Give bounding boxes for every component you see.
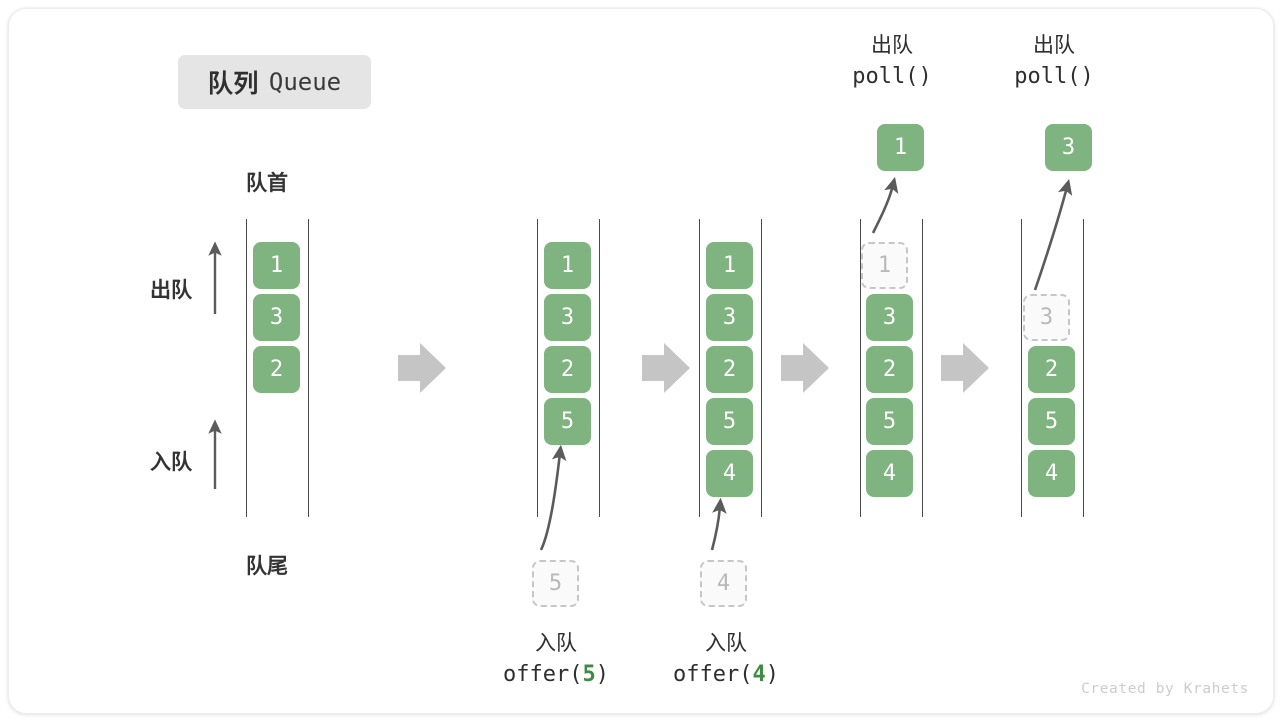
caption-code: poll() <box>852 63 932 89</box>
queue-cell: 3 <box>253 294 300 341</box>
code-prefix: offer( <box>673 661 753 687</box>
queue-cell: 4 <box>866 450 913 497</box>
code-suffix: ) <box>765 661 779 687</box>
queue-cell: 3 <box>706 294 753 341</box>
queue-cell: 4 <box>1028 450 1075 497</box>
code-prefix: offer( <box>503 661 583 687</box>
caption-cn: 出队 <box>1033 34 1075 57</box>
rail-left-stage-after-offer-5 <box>537 219 538 517</box>
rail-right-stage-initial <box>308 219 309 517</box>
transition-arrow-1 <box>398 343 446 393</box>
queue-cell: 5 <box>706 398 753 445</box>
title-chinese: 队列 <box>207 70 259 98</box>
dequeued-ghost-box-1: 1 <box>861 242 908 289</box>
transition-arrow-2 <box>642 343 690 393</box>
caption-top-stage-poll-3: 出队 poll() <box>959 31 1149 92</box>
caption-bottom-stage-after-offer-4: 入队 offer(4) <box>631 629 821 690</box>
queue-front-label: 队首 <box>246 172 288 195</box>
queue-cell-new: 5 <box>544 398 591 445</box>
caption-bottom-stage-after-offer-5: 入队 offer(5) <box>461 629 651 690</box>
dequeue-arrow-3 <box>1033 178 1073 291</box>
code-arg: 4 <box>752 661 766 687</box>
caption-top-stage-poll-1: 出队 poll() <box>797 31 987 92</box>
dequeue-arrow-1 <box>871 176 899 234</box>
caption-code: offer(4) <box>631 659 821 690</box>
title-english: Queue <box>268 68 342 96</box>
caption-cn: 出队 <box>871 34 913 57</box>
incoming-ghost-box-5: 5 <box>532 560 579 607</box>
queue-cell: 1 <box>544 242 591 289</box>
rail-left-stage-poll-1 <box>860 219 861 517</box>
queue-cell: 5 <box>866 398 913 445</box>
queue-cell: 1 <box>706 242 753 289</box>
code-suffix: ) <box>595 661 609 687</box>
queue-cell: 1 <box>253 242 300 289</box>
queue-cell: 2 <box>253 346 300 393</box>
rail-left-stage-poll-3 <box>1021 219 1022 517</box>
queue-cell: 2 <box>544 346 591 393</box>
enqueue-arrow-4 <box>710 497 727 551</box>
caption-cn: 入队 <box>535 632 577 655</box>
transition-arrow-3 <box>781 343 829 393</box>
queue-cell: 3 <box>866 294 913 341</box>
incoming-ghost-box-4: 4 <box>700 560 747 607</box>
poll-result-box-1: 1 <box>877 124 924 171</box>
rail-right-stage-poll-1 <box>922 219 923 517</box>
diagram-canvas: 队列 Queue 队首 队尾 出队 入队 出队 poll() 出队 poll()… <box>8 8 1274 714</box>
queue-cell: 5 <box>1028 398 1075 445</box>
caption-code: poll() <box>1014 63 1094 89</box>
queue-cell: 2 <box>1028 346 1075 393</box>
queue-cell: 3 <box>544 294 591 341</box>
caption-code: offer(5) <box>461 659 651 690</box>
title-badge: 队列 Queue <box>178 55 371 109</box>
enqueue-direction-label: 入队 <box>150 451 192 474</box>
queue-cell: 2 <box>866 346 913 393</box>
code-arg: 5 <box>582 661 596 687</box>
transition-arrow-4 <box>941 343 989 393</box>
rail-right-stage-poll-3 <box>1083 219 1084 517</box>
enqueue-arrow-5 <box>539 444 567 551</box>
rail-right-stage-after-offer-4 <box>761 219 762 517</box>
queue-cell: 2 <box>706 346 753 393</box>
rail-left-stage-after-offer-4 <box>699 219 700 517</box>
dequeue-direction-label: 出队 <box>150 279 192 302</box>
rail-left-stage-initial <box>246 219 247 517</box>
caption-cn: 入队 <box>705 632 747 655</box>
rail-right-stage-after-offer-5 <box>599 219 600 517</box>
watermark: Created by Krahets <box>1081 681 1249 697</box>
queue-rear-label: 队尾 <box>246 555 288 578</box>
dequeued-ghost-box-3: 3 <box>1023 294 1070 341</box>
poll-result-box-3: 3 <box>1045 124 1092 171</box>
queue-cell-new: 4 <box>706 450 753 497</box>
